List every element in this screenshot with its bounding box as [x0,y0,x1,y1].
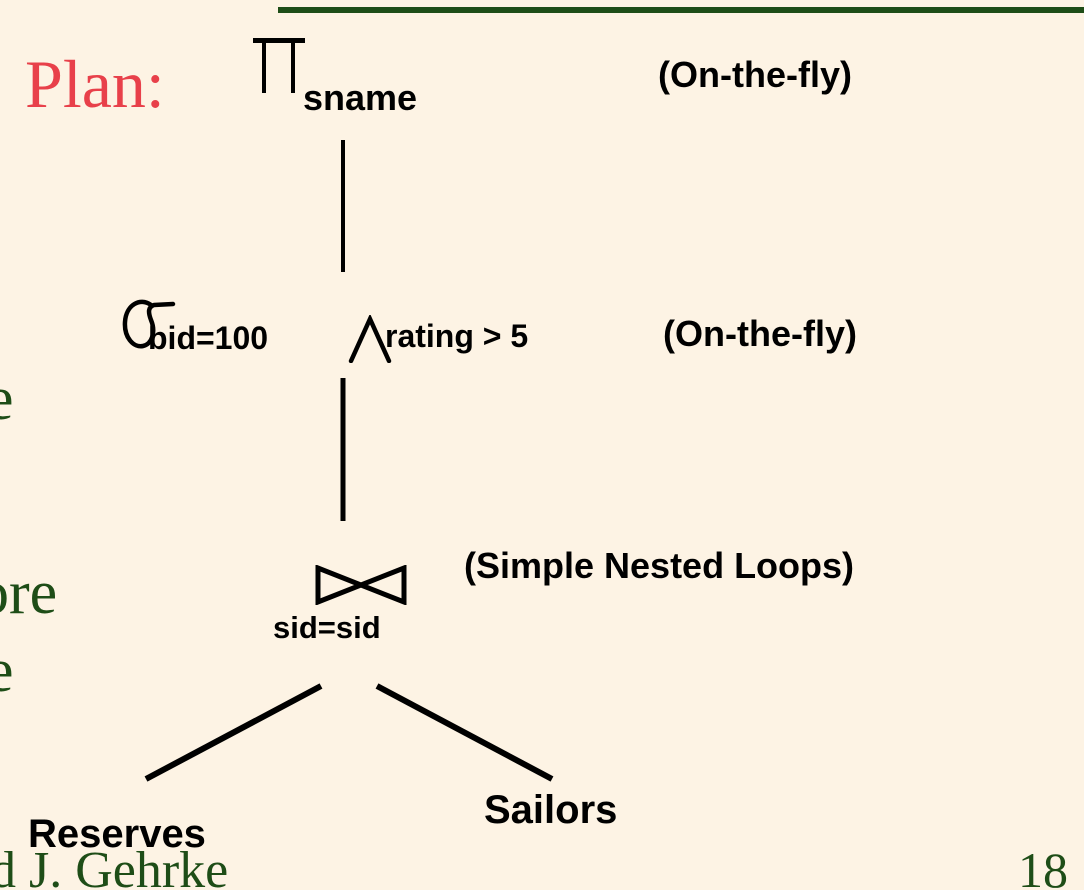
relation-node-sailors: Sailors [484,788,618,832]
margin-text-fragment: ore [0,559,58,627]
logical-and-icon [329,297,392,364]
projection-method-annotation: (On-the-fly) [658,54,852,95]
projection-attribute-label: sname [303,77,418,118]
join-condition-label: sid=sid [273,610,381,645]
selection-method-annotation: (On-the-fly) [663,313,857,354]
selection-predicate-left-label: bid=100 [148,320,269,356]
footer-author: d J. Gehrke [0,842,229,890]
relation-node-reserves: Reserves [28,812,206,856]
projection-operator-icon [253,38,305,98]
join-operator-icon [297,547,407,606]
selection-operator-icon [100,278,176,349]
selection-predicate-right-label: rating > 5 [385,318,529,354]
margin-text-fragment: e [0,640,14,702]
margin-text-fragment: e [0,368,14,430]
page-title: Plan: [25,46,165,122]
top-divider-rule [278,7,1084,13]
footer-page-number: 18 [1018,842,1068,890]
join-method-annotation: (Simple Nested Loops) [464,545,855,586]
